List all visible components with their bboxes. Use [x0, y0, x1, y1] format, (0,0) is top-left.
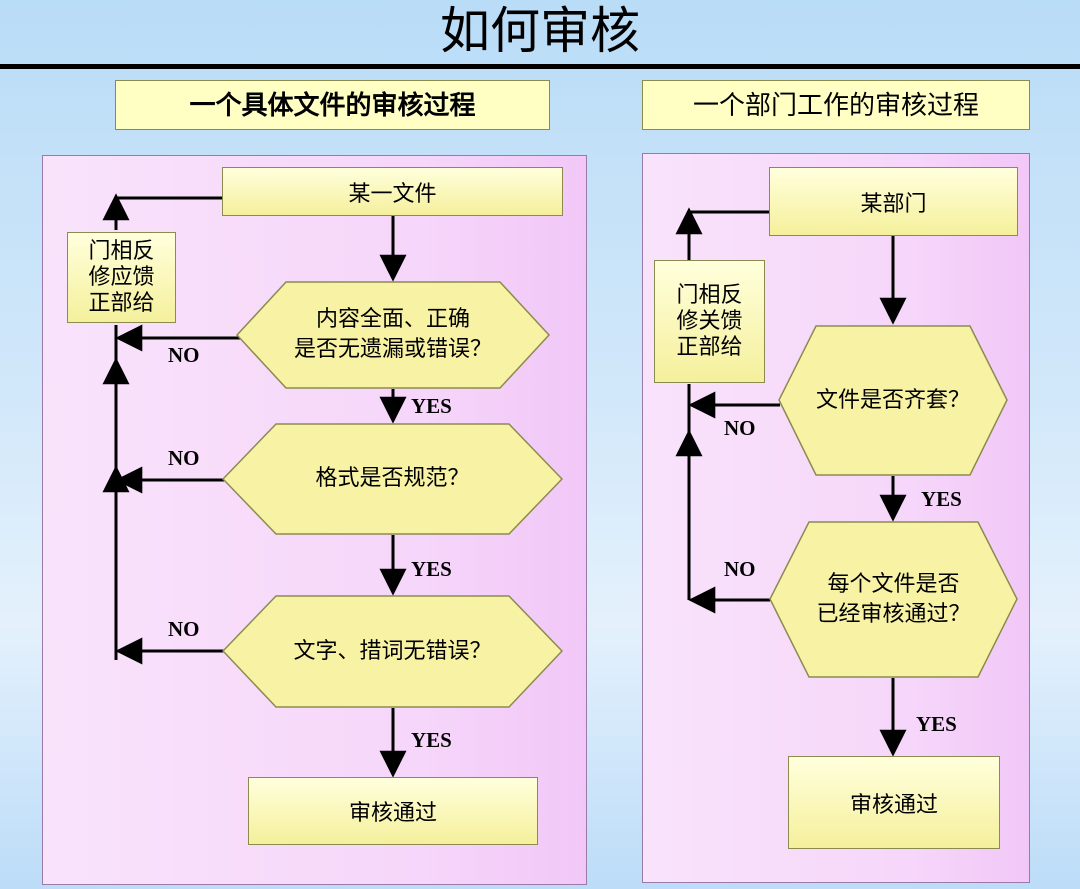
right-header: 一个部门工作的审核过程: [642, 80, 1030, 130]
right-end-box: 审核通过: [788, 756, 1000, 849]
left-no-2: NO: [168, 446, 200, 470]
left-feedback-box: 门相反 修应馈 正部给: [67, 232, 176, 323]
right-decision-2-text: 每个文件是否 已经审核通过？: [816, 571, 971, 627]
right-decision-1-text: 文件是否齐套？: [815, 387, 970, 413]
left-decision-3-text: 文字、措词无错误？: [293, 638, 492, 664]
title-rule: [0, 64, 1080, 69]
left-decision-3: 文字、措词无错误？: [222, 595, 563, 708]
right-feedback-text: 门相反 修关馈 正部给: [676, 282, 743, 360]
left-no-1: NO: [168, 343, 200, 367]
page-title: 如何审核: [440, 2, 640, 60]
right-feedback-box: 门相反 修关馈 正部给: [654, 260, 765, 383]
right-decision-2: 每个文件是否 已经审核通过？: [769, 521, 1018, 678]
right-start-box: 某部门: [769, 167, 1018, 236]
left-start-box: 某一文件: [222, 167, 563, 216]
right-no-1: NO: [724, 416, 756, 440]
right-yes-2: YES: [916, 712, 957, 736]
left-feedback-text: 门相反 修应馈 正部给: [88, 238, 155, 316]
right-decision-1: 文件是否齐套？: [778, 325, 1008, 476]
left-end-box: 审核通过: [248, 777, 538, 845]
left-decision-2-text: 格式是否规范？: [315, 466, 470, 491]
left-no-3: NO: [168, 617, 200, 641]
right-no-2: NO: [724, 557, 756, 581]
left-yes-2: YES: [411, 557, 452, 581]
left-yes-3: YES: [411, 728, 452, 752]
left-decision-2: 格式是否规范？: [222, 423, 563, 535]
right-yes-1: YES: [921, 487, 962, 511]
left-header: 一个具体文件的审核过程: [115, 80, 550, 130]
left-decision-1-text: 内容全面、正确 是否无遗漏或错误？: [293, 307, 492, 362]
left-decision-1: 内容全面、正确 是否无遗漏或错误？: [236, 281, 550, 389]
left-yes-1: YES: [411, 394, 452, 418]
